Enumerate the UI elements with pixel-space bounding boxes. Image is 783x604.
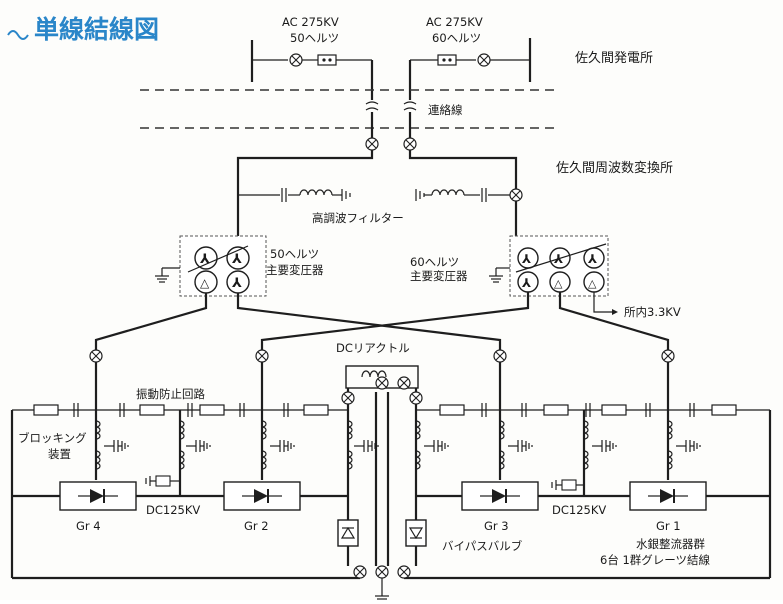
branch-columns [94, 410, 701, 520]
transformer-50-freq: 50ヘルツ [270, 247, 319, 261]
svg-text:⅄: ⅄ [587, 252, 597, 266]
power-station-label: 佐久間発電所 [575, 51, 653, 66]
transformer-60-freq: 60ヘルツ [410, 255, 459, 269]
ac-right-frequency: 60ヘルツ [432, 31, 481, 45]
dc-reactor-label: DCリアクトル [336, 341, 410, 355]
rectifier-gr1 [629, 481, 707, 511]
bypass-valve-left [337, 519, 367, 579]
harmonic-filter-label: 高調波フィルター [312, 211, 404, 225]
relay-right [551, 479, 584, 491]
svg-text:⅄: ⅄ [232, 276, 242, 291]
bypass-valve-right [397, 519, 427, 579]
svg-text:⅄: ⅄ [521, 252, 531, 266]
transformer-50-name: 主要変圧器 [266, 263, 324, 277]
group-gr1-label: Gr 1 [656, 519, 681, 533]
converter-station-label: 佐久間周波数変換所 [556, 160, 673, 176]
station-service-label: 所内3.3KV [624, 305, 681, 319]
rectifier-group-label: 水銀整流器群 [636, 537, 705, 551]
tie-line-label: 連絡線 [428, 103, 463, 117]
diagram-title: 単線結線図 [34, 15, 159, 44]
dc-bus [10, 410, 772, 580]
transformer-60-name: 主要変圧器 [410, 269, 468, 283]
wave-icon [7, 30, 29, 40]
ac-left-frequency: 50ヘルツ [290, 31, 339, 45]
svg-text:△: △ [588, 277, 597, 290]
rectifier-gr3 [461, 481, 539, 511]
transformer-feeders [89, 300, 675, 410]
harmonic-filter-left [238, 187, 351, 203]
blocking-label-1: ブロッキング [18, 431, 87, 445]
bypass-valve-label: バイパスバルブ [442, 539, 523, 553]
ac-left-voltage: AC 275KV [282, 15, 339, 29]
svg-text:⅄: ⅄ [521, 276, 531, 290]
svg-text:△: △ [554, 277, 563, 290]
relay-left [145, 475, 180, 487]
transformer-50hz: ⅄ ⅄ △ ⅄ [154, 235, 267, 300]
rectifier-connection-label: 6台 1群グレーツ結線 [600, 553, 711, 567]
feeder-50hz [236, 150, 374, 238]
feeder-60hz [408, 150, 518, 238]
ac-bus-50hz [250, 40, 374, 100]
svg-text:⅄: ⅄ [232, 252, 242, 267]
rectifier-gr2 [223, 481, 301, 511]
dc-voltage-left: DC125KV [146, 503, 200, 517]
svg-text:△: △ [200, 276, 210, 290]
ac-right-voltage: AC 275KV [426, 15, 483, 29]
center-return [374, 392, 390, 603]
dc-voltage-right: DC125KV [552, 503, 606, 517]
harmonic-filter-right [415, 187, 523, 203]
ac-bus-60hz [408, 38, 532, 100]
title-block: 単線結線図 [7, 15, 159, 44]
blocking-label-2: 装置 [48, 447, 71, 461]
transformer-60hz: ⅄ ⅄ ⅄ ⅄ △ △ [488, 235, 618, 315]
dc-reactor [341, 365, 423, 420]
svg-text:⅄: ⅄ [200, 252, 210, 267]
group-gr3-label: Gr 3 [484, 519, 509, 533]
group-gr4-label: Gr 4 [76, 519, 101, 533]
rectifier-gr4 [59, 481, 137, 511]
anti-oscillation-circuit [12, 402, 770, 418]
group-gr2-label: Gr 2 [244, 519, 269, 533]
anti-oscillation-label: 振動防止回路 [136, 387, 205, 401]
tie-line [365, 101, 417, 151]
